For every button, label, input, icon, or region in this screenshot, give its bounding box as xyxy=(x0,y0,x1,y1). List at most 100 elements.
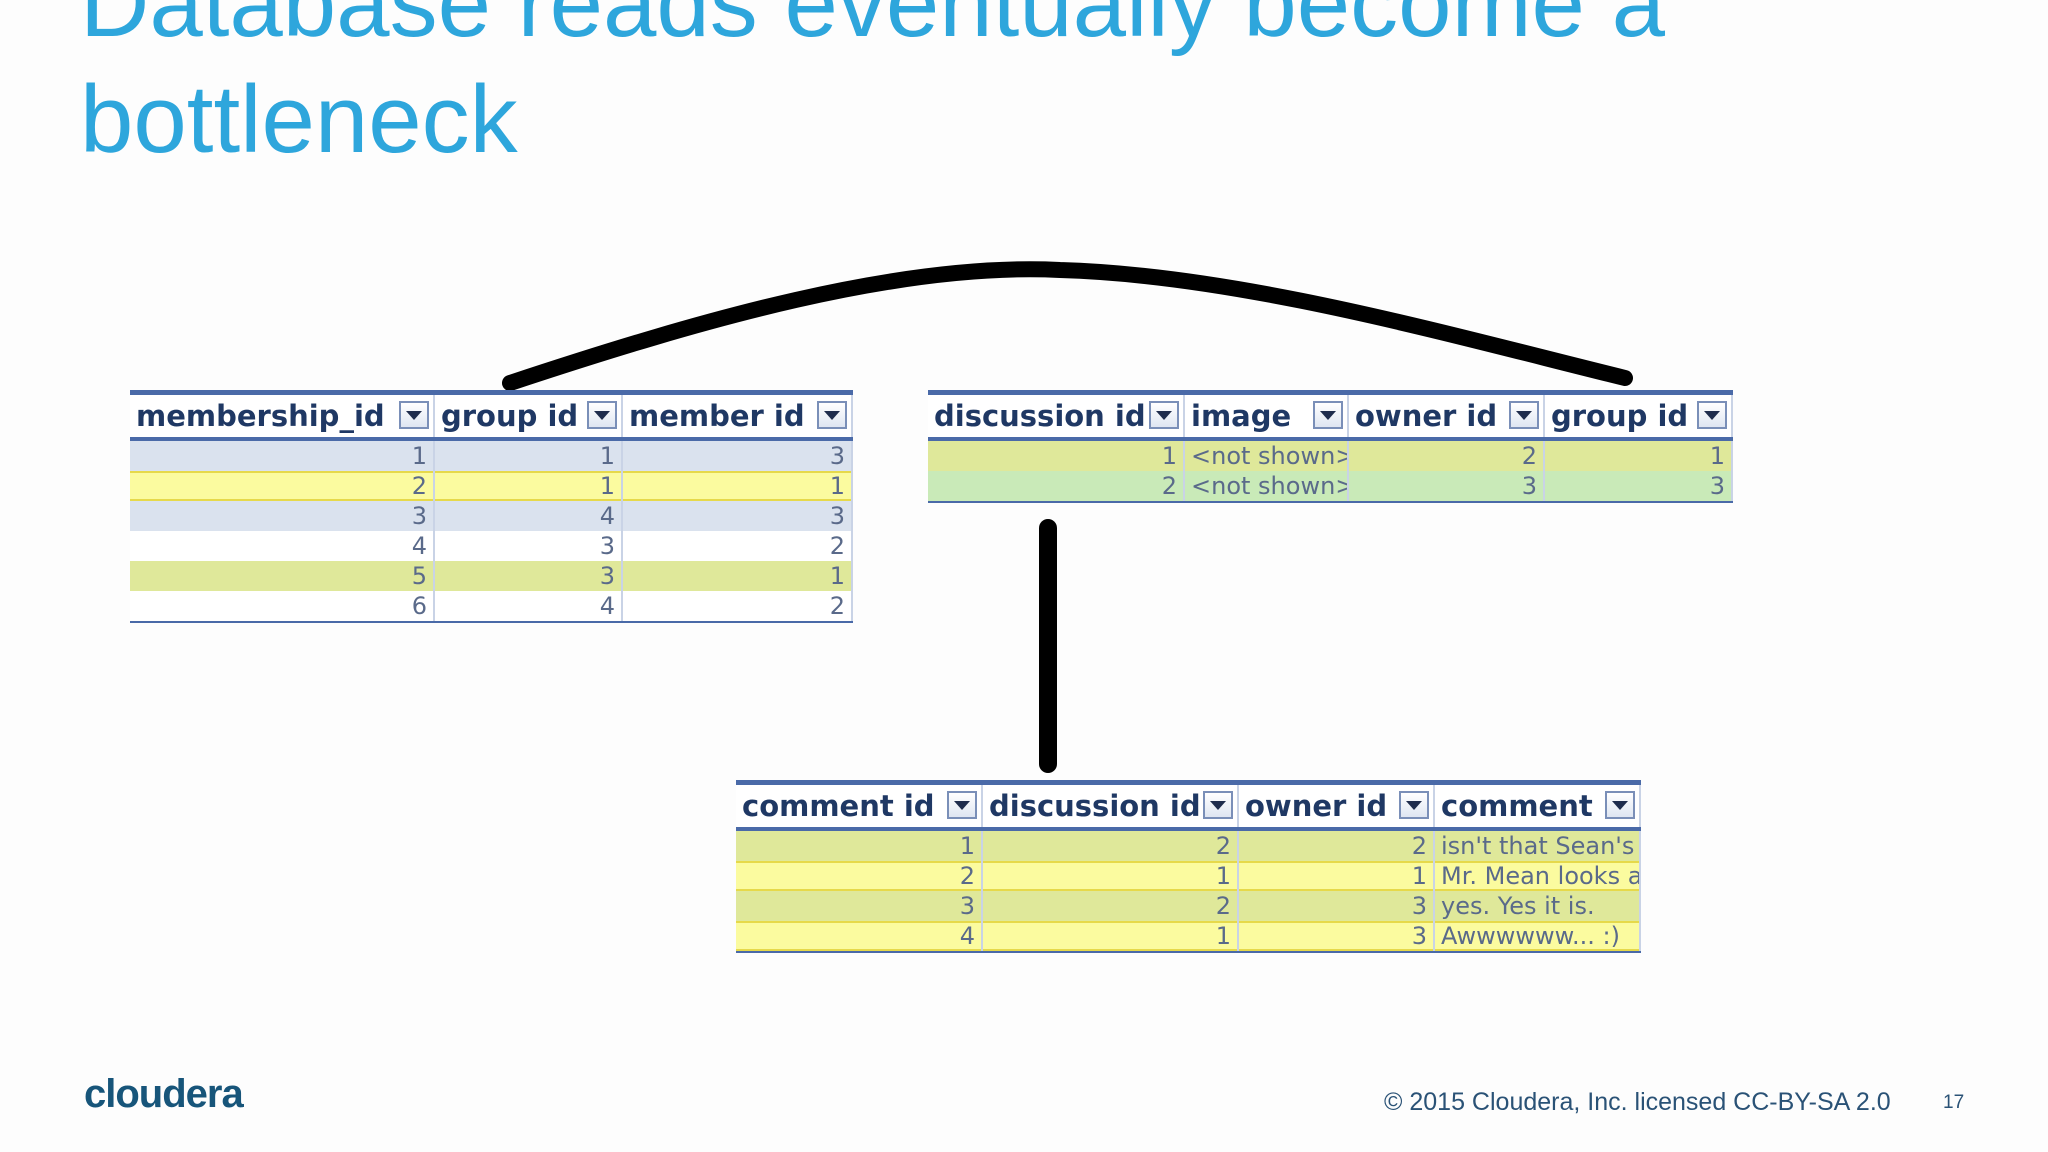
table-cell[interactable]: 1 xyxy=(622,561,853,591)
table-cell[interactable]: 5 xyxy=(130,561,435,591)
column-header-label: discussion id xyxy=(989,789,1201,823)
table-cell[interactable]: 3 xyxy=(434,531,623,561)
column-header-label: comment id xyxy=(742,789,935,823)
column-header[interactable]: comment xyxy=(1434,780,1641,831)
column-header[interactable]: owner id xyxy=(1238,780,1435,831)
table-cell[interactable]: yes. Yes it is. xyxy=(1434,891,1641,921)
table-cell[interactable]: 2 xyxy=(982,891,1239,921)
page-number: 17 xyxy=(1943,1092,1965,1113)
table-cell[interactable]: Awwwwww... :) xyxy=(1434,921,1641,953)
column-header[interactable]: member id xyxy=(622,390,853,441)
table-cell[interactable]: 3 xyxy=(1238,891,1435,921)
table-cell[interactable]: 2 xyxy=(1238,829,1435,861)
table-cell[interactable]: 1 xyxy=(982,861,1239,891)
filter-dropdown-icon[interactable] xyxy=(1697,401,1727,429)
column-header[interactable]: discussion id xyxy=(928,390,1185,441)
table-cell[interactable]: 1 xyxy=(1238,861,1435,891)
filter-dropdown-icon[interactable] xyxy=(1399,791,1429,819)
slide-title-line-2: bottleneck xyxy=(80,66,518,173)
table-cell[interactable]: 4 xyxy=(130,531,435,561)
column-header[interactable]: membership_id xyxy=(130,390,435,441)
filter-dropdown-icon[interactable] xyxy=(399,401,429,429)
cloudera-logo: cloudera xyxy=(84,1072,244,1116)
column-header[interactable]: owner id xyxy=(1348,390,1545,441)
filter-dropdown-icon[interactable] xyxy=(947,791,977,819)
table-cell[interactable]: 2 xyxy=(1348,439,1545,471)
table-cell[interactable]: 1 xyxy=(434,439,623,471)
table-cell[interactable]: 3 xyxy=(434,561,623,591)
table-cell[interactable]: 6 xyxy=(130,591,435,623)
membership-discussion-arc xyxy=(502,261,1633,391)
column-header[interactable]: image xyxy=(1184,390,1349,441)
comment-table: comment id discussion id owner id commen… xyxy=(736,780,1641,953)
table-cell[interactable]: 4 xyxy=(434,591,623,623)
table-header-row: discussion id image owner id group id xyxy=(928,390,1733,441)
column-header-label: image xyxy=(1191,399,1292,433)
filter-dropdown-icon[interactable] xyxy=(1605,791,1635,819)
column-header[interactable]: comment id xyxy=(736,780,983,831)
table-header-row: comment id discussion id owner id commen… xyxy=(736,780,1641,831)
filter-dropdown-icon[interactable] xyxy=(1509,401,1539,429)
table-cell[interactable]: 4 xyxy=(434,501,623,531)
table-cell[interactable]: 3 xyxy=(622,501,853,531)
table-cell[interactable]: 1 xyxy=(736,829,983,861)
table-header-row: membership_id group id member id xyxy=(130,390,853,441)
table-cell[interactable]: Mr. Mean looks a xyxy=(1434,861,1641,891)
column-header-label: group id xyxy=(441,399,579,433)
table-cell[interactable]: 2 xyxy=(622,531,853,561)
column-header-label: comment xyxy=(1441,789,1593,823)
column-header[interactable]: discussion id xyxy=(982,780,1239,831)
table-cell[interactable]: 2 xyxy=(622,591,853,623)
column-header[interactable]: group id xyxy=(1544,390,1733,441)
column-header-label: discussion id xyxy=(934,399,1146,433)
table-cell[interactable]: <not shown> xyxy=(1184,439,1349,471)
table-cell[interactable]: 3 xyxy=(736,891,983,921)
table-cell[interactable]: 2 xyxy=(982,829,1239,861)
column-header-label: owner id xyxy=(1355,399,1498,433)
column-header-label: owner id xyxy=(1245,789,1388,823)
filter-dropdown-icon[interactable] xyxy=(1203,791,1233,819)
table-cell[interactable]: 2 xyxy=(736,861,983,891)
table-cell[interactable]: 1 xyxy=(982,921,1239,953)
table-cell[interactable]: 2 xyxy=(928,471,1185,503)
filter-dropdown-icon[interactable] xyxy=(587,401,617,429)
filter-dropdown-icon[interactable] xyxy=(1313,401,1343,429)
table-cell[interactable]: 3 xyxy=(130,501,435,531)
table-cell[interactable]: 1 xyxy=(130,439,435,471)
table-cell[interactable]: 1 xyxy=(1544,439,1733,471)
table-cell[interactable]: 1 xyxy=(434,471,623,501)
table-cell[interactable]: <not shown> xyxy=(1184,471,1349,503)
copyright-footer: © 2015 Cloudera, Inc. licensed CC-BY-SA … xyxy=(1384,1088,1891,1116)
slide-title: Database reads eventually become a bottl… xyxy=(80,0,1780,178)
table-cell[interactable]: 3 xyxy=(1544,471,1733,503)
table-cell[interactable]: 3 xyxy=(1238,921,1435,953)
filter-dropdown-icon[interactable] xyxy=(1149,401,1179,429)
column-header[interactable]: group id xyxy=(434,390,623,441)
slide-title-line-1: Database reads eventually become a xyxy=(80,0,1665,57)
table-cell[interactable]: 2 xyxy=(130,471,435,501)
column-header-label: group id xyxy=(1551,399,1689,433)
table-cell[interactable]: isn't that Sean's c xyxy=(1434,829,1641,861)
table-cell[interactable]: 3 xyxy=(622,439,853,471)
filter-dropdown-icon[interactable] xyxy=(817,401,847,429)
table-cell[interactable]: 1 xyxy=(622,471,853,501)
table-cell[interactable]: 3 xyxy=(1348,471,1545,503)
column-header-label: member id xyxy=(629,399,805,433)
table-cell[interactable]: 4 xyxy=(736,921,983,953)
table-cell[interactable]: 1 xyxy=(928,439,1185,471)
